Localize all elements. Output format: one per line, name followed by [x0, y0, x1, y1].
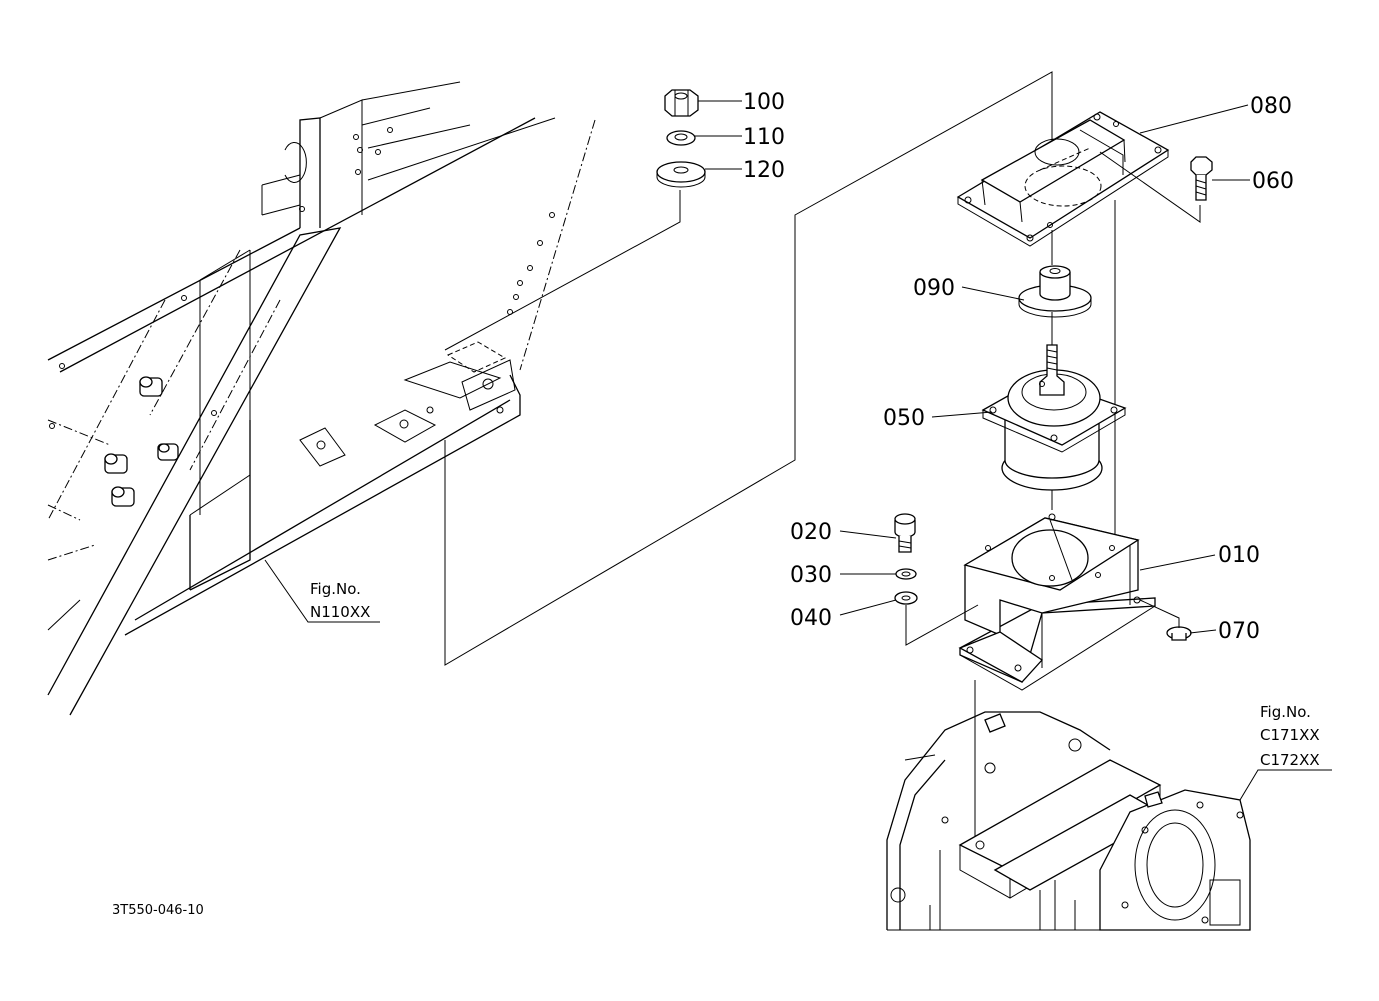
figure-ref-frame-line2: N110XX — [310, 603, 370, 621]
callout-020: 020 — [790, 520, 897, 545]
figure-ref-frame: Fig.No. N110XX — [264, 559, 380, 623]
cushion-090 — [1018, 265, 1092, 318]
part-label-040: 040 — [790, 606, 832, 631]
flange-nut-070 — [1166, 626, 1192, 641]
part-label-030: 030 — [790, 563, 832, 588]
washer-stack-leader — [444, 190, 681, 351]
callout-110: 110 — [695, 125, 785, 150]
callout-080: 080 — [1139, 94, 1292, 134]
bolt-060 — [1190, 156, 1213, 201]
part-label-120: 120 — [743, 158, 785, 183]
spring-washer-110 — [666, 130, 696, 146]
part-label-110: 110 — [743, 125, 785, 150]
drawing-code: 3T550-046-10 — [112, 903, 204, 918]
callout-090: 090 — [913, 276, 1025, 301]
rubber-mount-050 — [981, 344, 1127, 491]
callout-120: 120 — [705, 158, 785, 183]
bolt-020-leader — [905, 604, 979, 646]
nut-100 — [664, 89, 699, 117]
callout-050: 050 — [883, 406, 993, 431]
figure-ref-frame-line1: Fig.No. — [310, 580, 361, 598]
callout-060: 060 — [1212, 169, 1294, 194]
part-label-010: 010 — [1218, 543, 1260, 568]
nut-070-leader — [1139, 599, 1180, 628]
part-label-090: 090 — [913, 276, 955, 301]
part-label-020: 020 — [790, 520, 832, 545]
callout-040: 040 — [790, 599, 897, 631]
part-label-050: 050 — [883, 406, 925, 431]
upper-bracket-080 — [956, 111, 1170, 247]
part-label-080: 080 — [1250, 94, 1292, 119]
frame-assembly — [47, 81, 596, 716]
washer-040 — [894, 591, 918, 605]
callout-010: 010 — [1139, 543, 1260, 571]
callout-100: 100 — [698, 90, 785, 115]
lower-bracket-010 — [958, 490, 1156, 691]
figure-ref-transmission-line3: C172XX — [1260, 751, 1320, 769]
part-label-060: 060 — [1252, 169, 1294, 194]
callout-070: 070 — [1189, 619, 1260, 644]
spring-washer-030 — [895, 568, 917, 580]
washer-120 — [656, 161, 706, 188]
callout-030: 030 — [790, 563, 896, 588]
part-label-100: 100 — [743, 90, 785, 115]
bolt-020 — [894, 513, 916, 553]
figure-ref-transmission: Fig.No. C171XX C172XX — [1239, 703, 1332, 801]
part-label-070: 070 — [1218, 619, 1260, 644]
assembly-reference-line — [444, 71, 1053, 666]
figure-ref-transmission-line2: C171XX — [1260, 726, 1320, 744]
figure-ref-transmission-line1: Fig.No. — [1260, 703, 1311, 721]
bolt-060-leader — [1099, 151, 1201, 223]
transmission-case — [886, 680, 1251, 931]
